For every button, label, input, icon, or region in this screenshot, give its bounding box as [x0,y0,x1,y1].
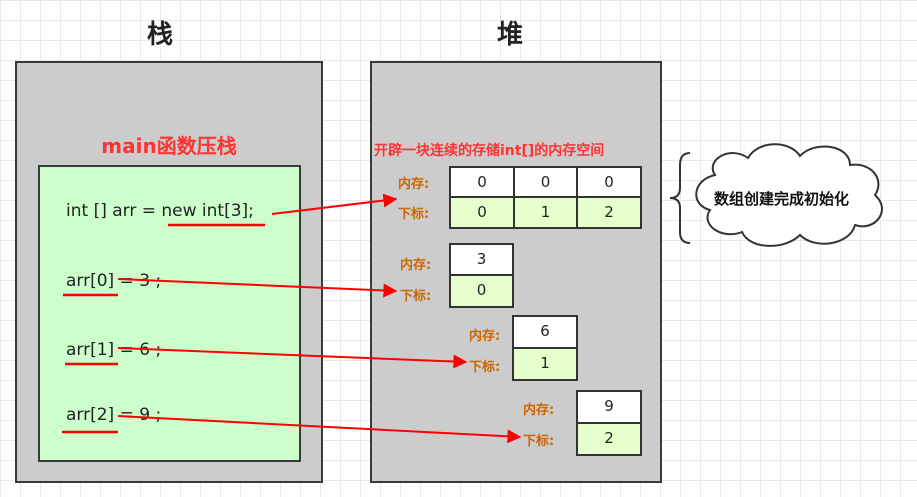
cloud-label: 数组创建完成初始化 [714,190,850,208]
element-1-index-label: 下标: [469,360,501,375]
element-1-index-cell: 1 [512,347,578,381]
array-index-label: 下标: [398,207,430,222]
array-index-cell-0: 0 [449,196,515,229]
element-2-index-label: 下标: [523,434,555,449]
arrow-arr2-to-element [117,415,522,444]
element-2-memory-label: 内存: [523,403,555,418]
code-line-assign-2: arr[2] = 9 ; [66,405,162,425]
element-0-index-label: 下标: [400,289,432,304]
array-memory-label: 内存: [398,177,430,192]
code-line-array-declaration: int [] arr = new int[3]; [66,201,254,221]
arrow-arr1-to-element [117,347,468,369]
cloud-shape [695,143,883,247]
stack-frame-title: main函数压栈 [101,134,237,158]
array-memory-cell-2: 0 [576,166,642,198]
array-memory-cell-0: 0 [449,166,515,198]
element-0-index-cell: 0 [449,274,514,308]
stack-title: 栈 [146,20,173,50]
heap-caption: 开辟一块连续的存储int[]的内存空间 [374,143,605,159]
element-1-memory-cell: 6 [512,315,578,349]
main-stack-frame [38,165,301,462]
element-1-memory-label: 内存: [469,329,501,344]
array-index-cell-2: 2 [576,196,642,229]
heap-title: 堆 [496,20,523,50]
element-2-index-cell: 2 [576,422,642,456]
right-brace [669,152,691,244]
arrow-arr0-to-element [117,278,398,298]
arrow-array-to-heap [271,193,398,215]
element-0-memory-label: 内存: [400,258,432,273]
